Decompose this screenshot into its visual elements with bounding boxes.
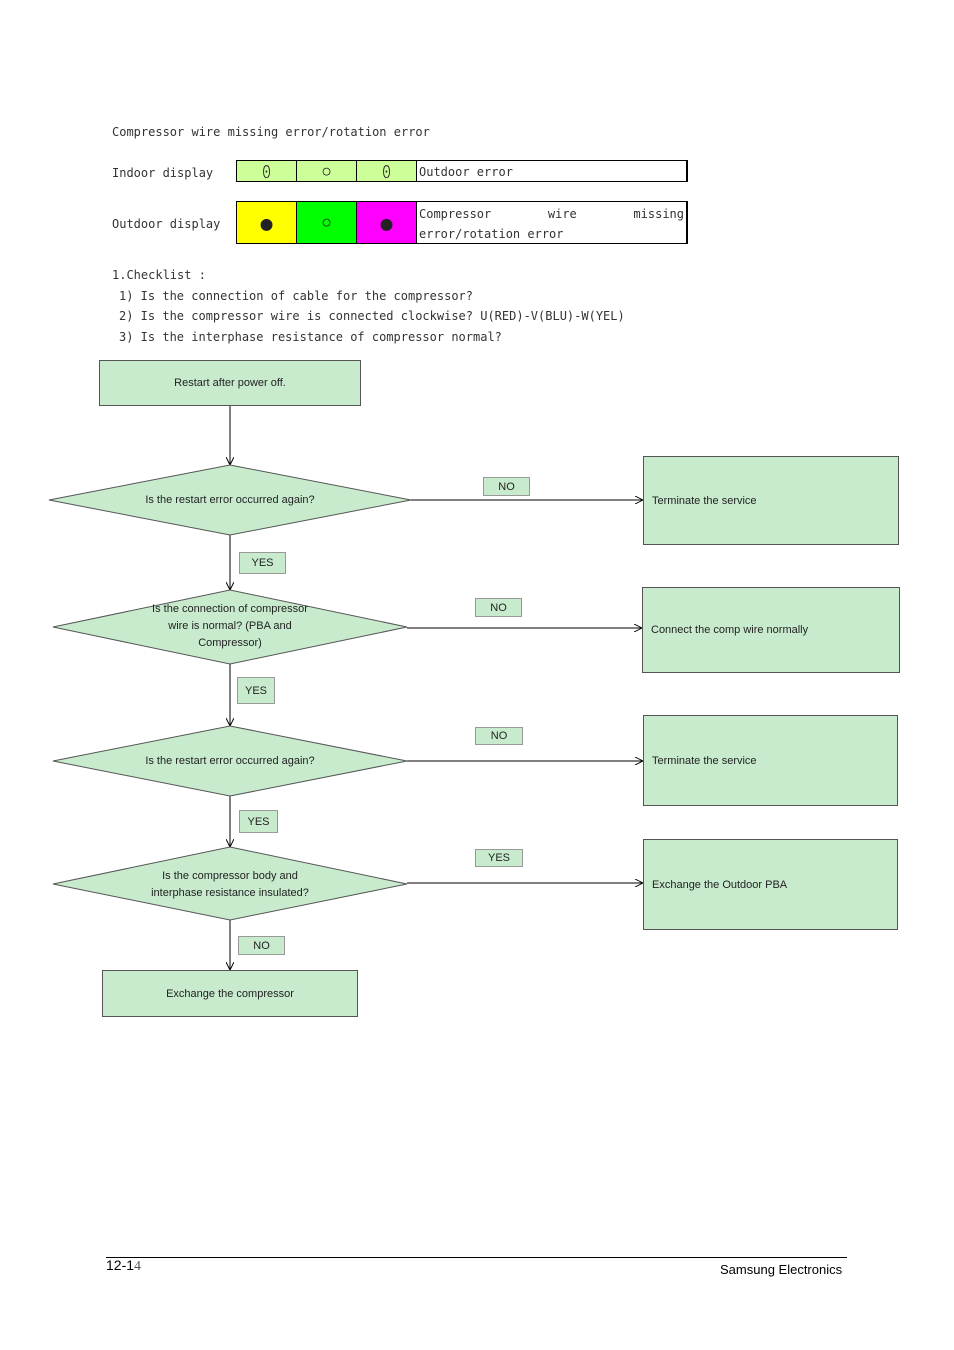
d4-yes-tag: YES [475,849,523,867]
indoor-display-text: Outdoor error [416,160,688,182]
indoor-led-2: ○ [296,160,357,182]
checklist-heading: 1.Checklist : [112,268,206,282]
result-terminate-2: Terminate the service [643,715,898,806]
decision-diamond-4 [52,846,408,921]
decision-2-text: Is the connection of compressor wire is … [152,603,308,649]
outdoor-led-green: ○ [296,201,357,244]
step-restart-box: Restart after power off. [99,360,361,406]
outdoor-led-magenta: ● [356,201,417,244]
outdoor-display-label: Outdoor display [112,217,221,231]
indoor-display-label: Indoor display [112,166,214,180]
decision-4-text: Is the compressor body and interphase re… [151,870,309,899]
decision-1-text: Is the restart error occurred again? [145,494,315,506]
page-number: 12-14 [106,1257,141,1275]
d1-no-tag: NO [483,477,530,496]
page-number-prefix: 12-1 [106,1257,135,1273]
d1-yes-tag: YES [239,552,286,574]
outdoor-display-text: Compressor wire missing error/rotation e… [416,201,688,244]
decision-diamond-1 [48,464,412,536]
checklist-item-3: 3) Is the interphase resistance of compr… [119,330,502,344]
section-title: Compressor wire missing error/rotation e… [112,125,430,139]
d2-yes-tag: YES [237,677,275,704]
decision-diamond-3 [52,725,408,797]
result-connect-wire: Connect the comp wire normally [642,587,900,673]
checklist-item-2: 2) Is the compressor wire is connected c… [119,309,625,323]
decision-3-text: Is the restart error occurred again? [145,755,315,767]
footer-company: Samsung Electronics [720,1262,843,1277]
indoor-led-3: ⨀ [356,160,417,182]
d2-no-tag: NO [475,598,522,617]
outdoor-led-yellow: ● [236,201,297,244]
result-exchange-pba: Exchange the Outdoor PBA [643,839,898,930]
d3-no-tag: NO [475,727,523,745]
footer-rule [106,1257,847,1258]
result-terminate-1: Terminate the service [643,456,899,545]
d3-yes-tag: YES [239,810,278,833]
checklist-item-1: 1) Is the connection of cable for the co… [119,289,474,303]
page-number-suffix: 4 [134,1259,142,1274]
d4-no-tag: NO [238,936,285,955]
result-exchange-compressor: Exchange the compressor [102,970,358,1017]
decision-diamond-2 [52,589,408,665]
